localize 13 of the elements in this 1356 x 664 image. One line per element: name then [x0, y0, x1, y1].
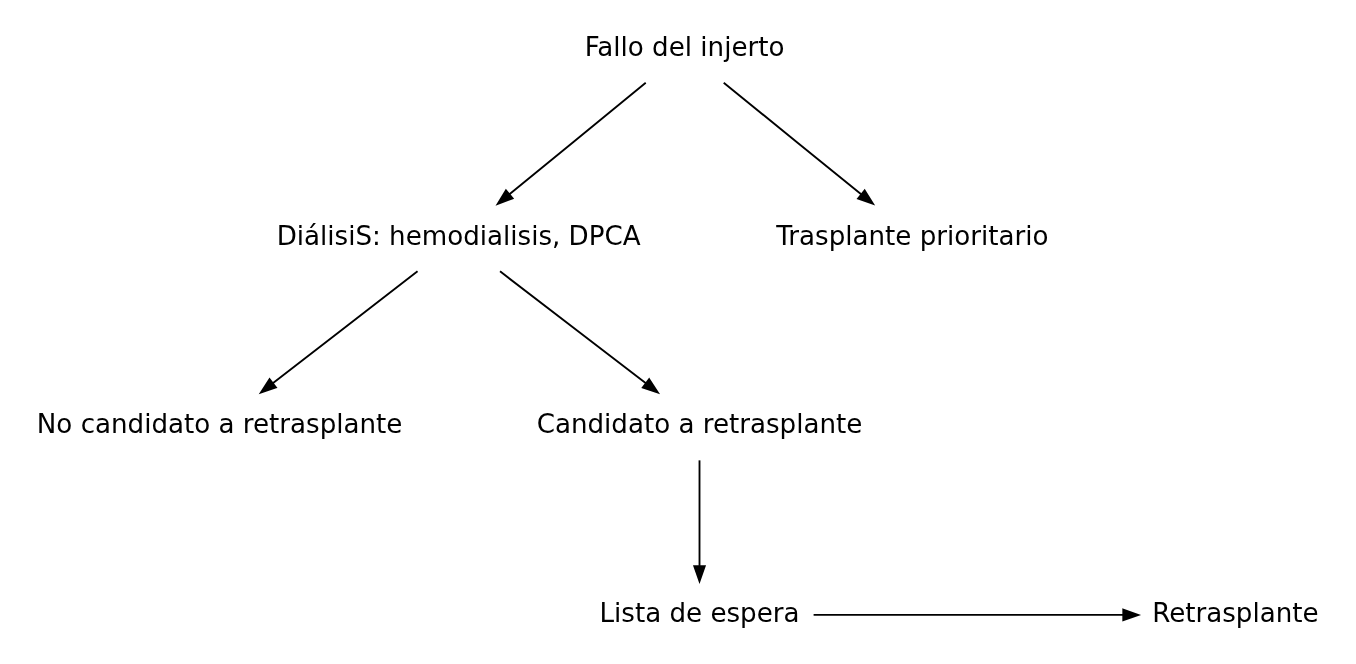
node-text: Trasplante prioritario [775, 220, 1049, 251]
node-text: No candidato a retrasplante [36, 409, 402, 440]
node-text: DiálisiS: hemodialisis, DPCA [276, 220, 641, 251]
arrow [722, 81, 875, 206]
arrow [258, 270, 418, 395]
node-text: Lista de espera [598, 597, 800, 628]
node-text: Retrasplante [1151, 597, 1319, 628]
arrow [692, 459, 706, 584]
node-text: Fallo del injerto [584, 32, 784, 63]
arrow [812, 608, 1141, 622]
arrow [495, 81, 647, 206]
arrow [498, 270, 660, 395]
node-text: Candidato a retrasplante [536, 409, 862, 440]
